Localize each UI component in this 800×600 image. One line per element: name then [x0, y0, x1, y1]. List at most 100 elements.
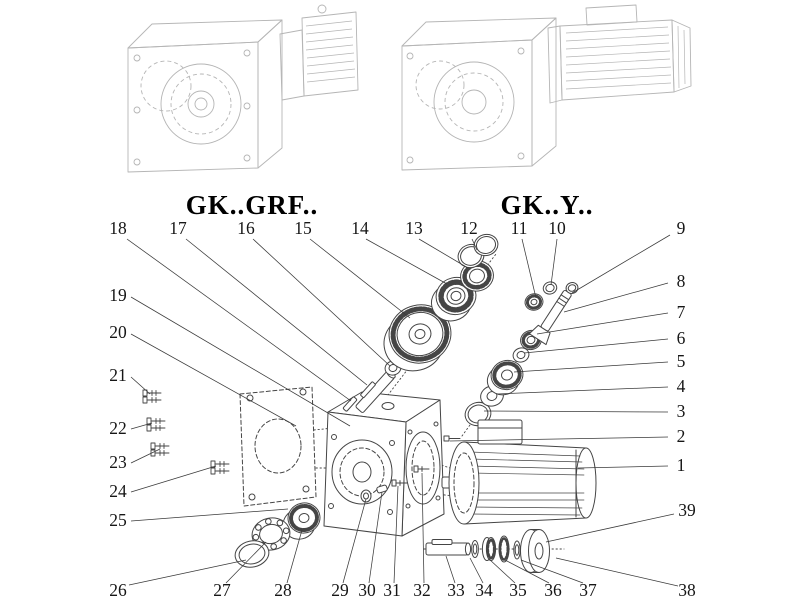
output-gear — [282, 502, 321, 540]
internal-gear-hidden — [415, 60, 465, 110]
leader-line-26 — [128, 559, 247, 586]
leader-line-17 — [185, 238, 368, 386]
leader-line-11 — [521, 238, 537, 299]
part-number-23: 23 — [109, 452, 127, 472]
part-number-29: 29 — [331, 580, 349, 600]
pinion-bearing-upper — [524, 293, 544, 311]
small-screw — [413, 465, 430, 473]
bolt-hole — [133, 54, 141, 62]
part-number-6: 6 — [677, 328, 686, 348]
housing-bolt-hole — [433, 421, 439, 427]
flange-hole — [302, 485, 310, 493]
leader-line-2 — [449, 436, 669, 442]
part-number-28: 28 — [274, 580, 292, 600]
pinion-spacer-small — [542, 281, 558, 295]
output-disc — [520, 529, 550, 573]
leader-line-30 — [368, 491, 383, 584]
part-number-24: 24 — [109, 481, 127, 501]
mounting-flange-plate — [239, 386, 317, 507]
part-number-18: 18 — [109, 218, 127, 238]
bolt-hole — [517, 47, 525, 55]
shaft-gear-ring — [498, 535, 510, 563]
output-bore — [160, 63, 242, 145]
overview-drawing-gky — [401, 4, 692, 171]
leader-line-33 — [445, 555, 456, 584]
motor-flange-stud — [443, 435, 461, 442]
pinion-circlip — [565, 282, 579, 294]
screw — [210, 460, 230, 468]
housing-bolt-hole — [331, 434, 337, 440]
input-flange — [279, 29, 305, 101]
part-number-26: 26 — [109, 580, 127, 600]
part-number-27: 27 — [213, 580, 231, 600]
motor-end-cap — [575, 447, 597, 519]
part-number-37: 37 — [579, 580, 597, 600]
eyebolt — [317, 4, 327, 14]
leader-line-32 — [421, 472, 425, 584]
bolt-hole — [243, 102, 251, 110]
filler-plug — [381, 402, 395, 410]
leader-line-37 — [520, 559, 584, 584]
finned-input-cover — [301, 11, 359, 97]
leader-line-15 — [309, 238, 411, 319]
small-seal — [360, 489, 372, 503]
leader-line-22 — [130, 422, 153, 430]
part-number-8: 8 — [677, 271, 686, 291]
housing-bolt-hole — [435, 495, 441, 501]
exploded-view — [142, 233, 597, 573]
screw — [150, 449, 170, 457]
model-title-left: GK..GRF.. — [186, 190, 319, 220]
leader-line-38 — [555, 557, 679, 587]
housing-front-face — [401, 39, 533, 171]
leader-line-34 — [469, 557, 484, 584]
leader-line-12 — [471, 238, 478, 251]
part-number-25: 25 — [109, 510, 127, 530]
part-number-4: 4 — [677, 376, 686, 396]
part-number-12: 12 — [460, 218, 478, 238]
motor-mount-opening — [405, 431, 441, 505]
housing-bolt-hole — [328, 503, 334, 509]
leader-line-13 — [418, 238, 469, 269]
part-number-19: 19 — [109, 285, 127, 305]
bolt-hole — [133, 106, 141, 114]
leader-line-25 — [130, 508, 289, 522]
output-hub — [461, 89, 487, 115]
leader-line-21 — [130, 376, 151, 395]
housing-side-face — [257, 19, 283, 169]
leader-line-5 — [513, 361, 669, 373]
housing-bolt-hole — [405, 503, 411, 509]
callout-layer: 1234567891011121314151617181920212223242… — [109, 218, 696, 600]
leader-line-29 — [342, 498, 367, 584]
shaft-spacer — [471, 540, 479, 558]
leader-line-28 — [286, 529, 303, 584]
electric-motor — [441, 419, 597, 525]
leader-line-18 — [126, 238, 352, 402]
screw — [210, 467, 230, 475]
part-number-39: 39 — [678, 500, 696, 520]
part-number-31: 31 — [383, 580, 401, 600]
leader-line-39 — [545, 513, 675, 543]
leader-line-10 — [550, 238, 558, 286]
output-bearing-parts — [234, 502, 321, 568]
housing-bolt-hole — [407, 429, 413, 435]
shaft-key — [342, 396, 358, 412]
screw — [146, 417, 166, 425]
part-number-20: 20 — [109, 322, 127, 342]
motor-terminal-box — [585, 4, 638, 26]
leader-line-27 — [225, 541, 267, 584]
leader-line-14 — [365, 238, 448, 285]
leader-line-8 — [563, 282, 669, 313]
part-number-35: 35 — [509, 580, 527, 600]
housing-top-face — [401, 17, 557, 47]
shaft-end-washer — [513, 540, 521, 560]
retaining-rings — [457, 233, 499, 269]
bolt-hole — [517, 152, 525, 160]
part-number-2: 2 — [677, 426, 686, 446]
part-number-14: 14 — [351, 218, 369, 238]
output-bore-hidden — [444, 72, 504, 132]
bolt-hole — [406, 52, 414, 60]
part-number-17: 17 — [169, 218, 187, 238]
leader-line-1 — [577, 465, 669, 469]
fan-cowl-slots — [677, 25, 686, 89]
